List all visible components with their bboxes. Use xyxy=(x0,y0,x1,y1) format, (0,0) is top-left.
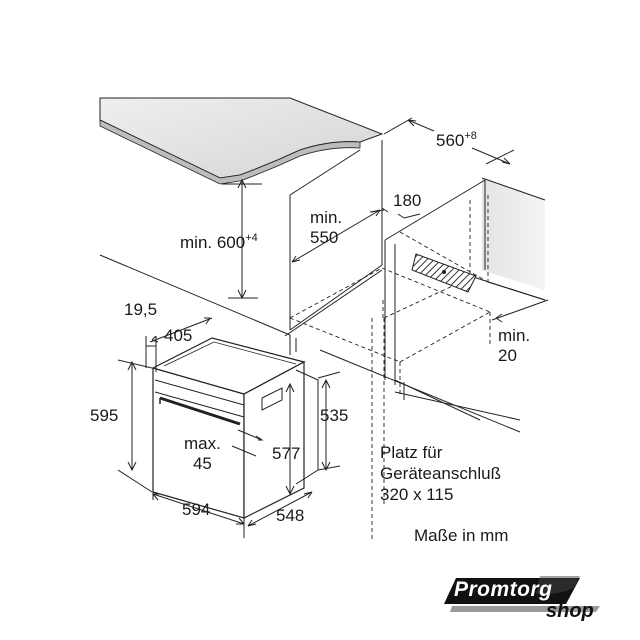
dim-body-height: 535 xyxy=(320,406,349,425)
dim-door-offset: 19,5 xyxy=(124,300,158,319)
oven-dimensions xyxy=(117,317,341,538)
dim-connection-offset: 180 xyxy=(393,191,422,210)
worktop-right xyxy=(469,177,546,301)
dim-front-depth: 405 xyxy=(164,326,193,345)
note-units: Maße in mm xyxy=(414,526,509,545)
oven-drawing xyxy=(151,337,319,519)
logo-suffix-text: shop xyxy=(546,600,594,622)
dim-base-depth: min. 550 xyxy=(310,208,343,247)
promtorg-logo-shape xyxy=(444,576,600,612)
dim-cabinet-width: 560+8 xyxy=(436,130,477,150)
promtorg-logo: Promtorg shop xyxy=(442,572,622,630)
dim-rear-gap: min. 20 xyxy=(498,326,531,365)
dim-oven-width: 594 xyxy=(182,500,211,519)
logo-brand-text: Promtorg xyxy=(454,578,553,601)
right-cabinet xyxy=(99,179,521,433)
dim-handle-depth: max. 45 xyxy=(184,434,221,473)
worktop-left xyxy=(99,97,384,185)
dim-600 xyxy=(222,178,262,300)
dim-20 xyxy=(491,299,549,323)
dim-oven-height: 595 xyxy=(90,406,119,425)
dim-niche-height: min. 600+4 xyxy=(180,232,258,252)
dim-inner-height: 577 xyxy=(272,444,301,463)
niche-outline xyxy=(289,195,491,540)
dim-560 xyxy=(383,117,515,165)
note-connection-space: Platz für Geräteanschluß 320 x 115 xyxy=(380,443,501,504)
dim-oven-depth: 548 xyxy=(276,506,305,525)
dim-180 xyxy=(369,207,421,219)
connection-cutout xyxy=(411,253,477,293)
